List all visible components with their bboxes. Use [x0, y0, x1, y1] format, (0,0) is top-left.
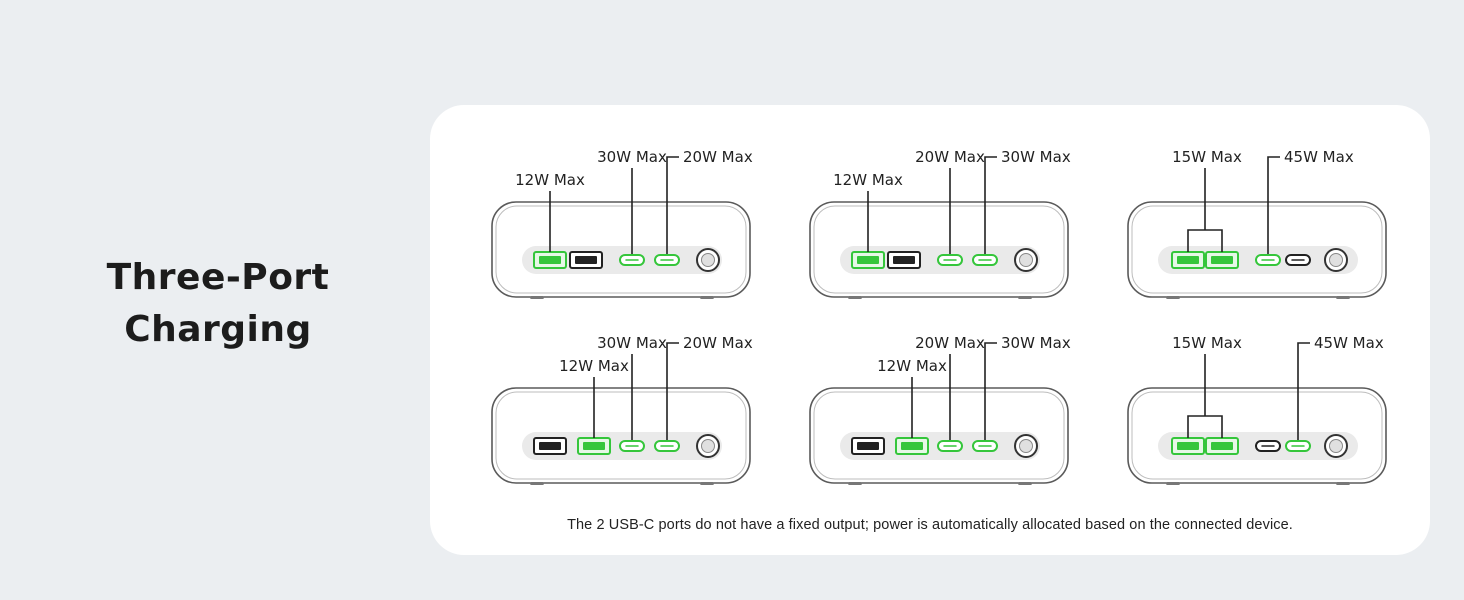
usb-a-port-tongue [539, 442, 561, 450]
power-bank-foot [1018, 482, 1032, 485]
callout-label: 20W Max [915, 334, 985, 352]
headline-line-2: Charging [124, 309, 312, 350]
callout-label: 30W Max [597, 334, 667, 352]
callout-label: 15W Max [1172, 334, 1242, 352]
callout-line [666, 342, 679, 440]
power-bank-foot [1336, 482, 1350, 485]
diagram-card: 12W Max 30W Max 20W Max 12W Max 20W Max 30W M… [430, 105, 1430, 555]
callout-label: 45W Max [1314, 334, 1384, 352]
callout-line [1297, 342, 1310, 440]
usb-a-port-tongue [539, 256, 561, 264]
power-button-center [701, 439, 715, 453]
usb-a-port-tongue [1177, 256, 1199, 264]
usb-a-port-tongue [893, 256, 915, 264]
power-bank-scenario-1: 12W Max 30W Max 20W Max [491, 148, 753, 299]
callout-label: 30W Max [597, 148, 667, 166]
power-bank-scenario-5: 12W Max 20W Max 30W Max [809, 334, 1071, 485]
power-bank-foot [848, 296, 862, 299]
callout-label: 45W Max [1284, 148, 1354, 166]
power-bank-inner-edge [1131, 205, 1383, 294]
power-button-center [1329, 253, 1343, 267]
usb-a-port-tongue [1211, 442, 1233, 450]
power-bank-inner-edge [495, 391, 747, 480]
power-bank-scenario-6: 15W Max 45W Max [1127, 334, 1387, 485]
usb-a-port-tongue [1211, 256, 1233, 264]
power-bank-body [809, 201, 1069, 298]
power-button-center [1019, 439, 1033, 453]
power-bank-foot [530, 296, 544, 299]
callout-label: 20W Max [683, 334, 753, 352]
power-bank-foot [1336, 296, 1350, 299]
power-button-center [1019, 253, 1033, 267]
power-bank-body [1127, 387, 1387, 484]
power-bank-inner-edge [495, 205, 747, 294]
power-bank-body [1127, 201, 1387, 298]
port-diagram: 12W Max 30W Max 20W Max 12W Max 20W Max 30W M… [491, 148, 1387, 485]
power-bank-foot [530, 482, 544, 485]
power-bank-scenario-4: 12W Max 30W Max 20W Max [491, 334, 753, 485]
usb-a-port-tongue [575, 256, 597, 264]
callout-line [1267, 156, 1280, 254]
power-bank-foot [700, 296, 714, 299]
callout-label: 30W Max [1001, 148, 1071, 166]
power-button-center [1329, 439, 1343, 453]
power-button-center [701, 253, 715, 267]
callout-label: 12W Max [559, 357, 629, 375]
power-bank-body [491, 201, 751, 298]
headline: Three-Port Charging [60, 252, 376, 356]
callout-line [984, 342, 997, 440]
power-bank-scenario-2: 12W Max 20W Max 30W Max [809, 148, 1071, 299]
power-bank-foot [1166, 296, 1180, 299]
power-bank-scenario-3: 15W Max 45W Max [1127, 148, 1387, 299]
callout-label: 20W Max [915, 148, 985, 166]
power-bank-body [809, 387, 1069, 484]
power-bank-foot [1018, 296, 1032, 299]
power-bank-foot [700, 482, 714, 485]
footnote: The 2 USB-C ports do not have a fixed ou… [567, 517, 1293, 533]
usb-a-port-tongue [583, 442, 605, 450]
usb-a-port-tongue [857, 256, 879, 264]
headline-line-1: Three-Port [106, 257, 330, 298]
callout-line [666, 156, 679, 254]
callout-label: 12W Max [515, 171, 585, 189]
usb-a-port-tongue [1177, 442, 1199, 450]
usb-a-port-tongue [901, 442, 923, 450]
callout-label: 12W Max [833, 171, 903, 189]
power-bank-inner-edge [1131, 391, 1383, 480]
callout-line [984, 156, 997, 254]
power-bank-body [491, 387, 751, 484]
power-bank-foot [1166, 482, 1180, 485]
callout-label: 30W Max [1001, 334, 1071, 352]
callout-label: 12W Max [877, 357, 947, 375]
power-bank-inner-edge [813, 205, 1065, 294]
callout-label: 15W Max [1172, 148, 1242, 166]
power-bank-inner-edge [813, 391, 1065, 480]
usb-a-port-tongue [857, 442, 879, 450]
callout-label: 20W Max [683, 148, 753, 166]
power-bank-foot [848, 482, 862, 485]
